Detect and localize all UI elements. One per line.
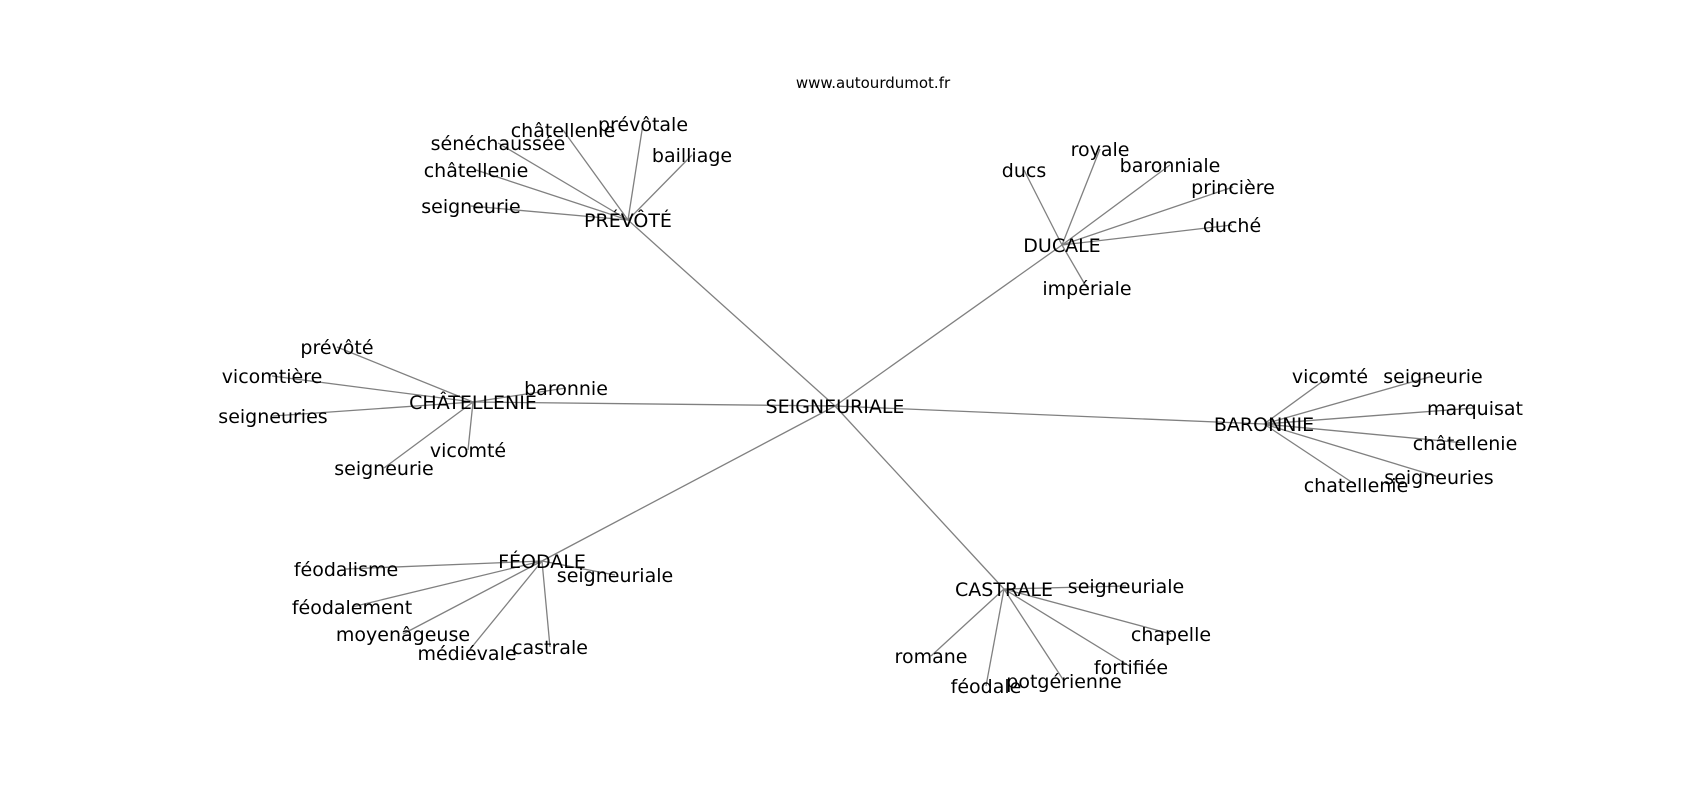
leaf-node-label: seigneurie bbox=[1383, 366, 1482, 388]
root-node-label: SEIGNEURIALE bbox=[766, 396, 905, 418]
edge-feodale-leaf bbox=[541, 560, 616, 576]
leaf-node-label: châtellenie bbox=[511, 120, 616, 142]
hub-node-label-chatellenie: CHÂTELLENIE bbox=[409, 391, 537, 414]
leaf-node-label: seigneurie bbox=[421, 196, 520, 218]
leaf-node-label: baronnie bbox=[524, 378, 608, 400]
leaf-node-label: féodalisme bbox=[294, 559, 398, 581]
edge-feodale-leaf bbox=[345, 560, 543, 570]
edge-chatellenie-leaf bbox=[472, 387, 567, 403]
edge-root-baronnie bbox=[834, 405, 1265, 425]
edge-chatellenie-leaf bbox=[336, 346, 474, 403]
edge-feodale-leaf bbox=[351, 560, 543, 608]
edge-baronnie-leaf bbox=[1263, 375, 1434, 425]
leaf-node-label: vicomtière bbox=[222, 366, 323, 388]
leaf-node-label: médiévale bbox=[417, 643, 516, 665]
leaf-node-label: fortifiée bbox=[1094, 657, 1168, 679]
hub-node-label-ducale: DUCALE bbox=[1023, 235, 1100, 257]
edge-prevote-leaf bbox=[470, 205, 629, 221]
edge-root-castrale bbox=[834, 405, 1005, 590]
leaf-node-label: châtellenie bbox=[424, 160, 529, 182]
hub-node-label-prevote: PRÉVÔTÉ bbox=[584, 208, 672, 232]
leaf-node-label: vicomté bbox=[1292, 366, 1368, 388]
edge-feodale-leaf bbox=[402, 560, 543, 635]
leaf-node-label: prévôtale bbox=[598, 114, 688, 136]
edges bbox=[271, 123, 1476, 687]
leaf-node-label: seigneuriale bbox=[1068, 576, 1184, 598]
leaf-node-label: seigneuries bbox=[1384, 467, 1493, 489]
leaf-node-label: féodalement bbox=[292, 597, 412, 619]
leaf-node-label: duché bbox=[1203, 215, 1261, 237]
site-credit: www.autourdumot.fr bbox=[796, 74, 951, 92]
leaf-node-label: sénéchaussée bbox=[431, 133, 566, 155]
edge-prevote-leaf bbox=[627, 123, 644, 221]
edge-castrale-leaf bbox=[1003, 588, 1172, 635]
edge-ducale-leaf bbox=[1061, 148, 1101, 246]
edge-ducale-leaf bbox=[1061, 186, 1234, 246]
edge-root-ducale bbox=[834, 244, 1063, 407]
edge-chatellenie-leaf bbox=[467, 401, 474, 451]
edge-ducale-leaf bbox=[1023, 169, 1063, 246]
edge-castrale-leaf bbox=[985, 588, 1005, 687]
edge-feodale-leaf bbox=[466, 560, 543, 654]
leaf-node-label: potgérienne bbox=[1006, 671, 1121, 693]
edge-root-feodale bbox=[541, 405, 836, 562]
leaf-node-label: prévôté bbox=[300, 337, 373, 359]
edge-root-chatellenie bbox=[472, 401, 836, 407]
leaf-node-label: princière bbox=[1191, 177, 1275, 199]
edge-baronnie-leaf bbox=[1263, 423, 1357, 486]
leaf-node-label: castrale bbox=[512, 637, 588, 659]
edge-prevote-leaf bbox=[562, 129, 629, 221]
leaf-node-label: seigneurie bbox=[334, 458, 433, 480]
leaf-node-label: vicomté bbox=[430, 440, 506, 462]
hub-node-label-baronnie: BARONNIE bbox=[1214, 414, 1314, 436]
edge-feodale-leaf bbox=[541, 560, 551, 648]
leaf-node-label: baronniale bbox=[1120, 155, 1221, 177]
edge-castrale-leaf bbox=[1003, 588, 1065, 682]
leaf-node-label: féodale bbox=[951, 676, 1022, 698]
leaf-node-label: chapelle bbox=[1131, 624, 1211, 646]
edge-ducale-leaf bbox=[1061, 164, 1171, 246]
leaf-node-label: impériale bbox=[1042, 278, 1131, 300]
leaf-node-label: chatellenie bbox=[1304, 475, 1409, 497]
leaf-node-label: seigneuries bbox=[218, 406, 327, 428]
edge-baronnie-leaf bbox=[1263, 423, 1466, 444]
edge-baronnie-leaf bbox=[1263, 375, 1331, 425]
edge-ducale-leaf bbox=[1061, 224, 1233, 246]
edge-baronnie-leaf bbox=[1263, 423, 1440, 478]
edge-prevote-leaf bbox=[497, 142, 629, 221]
edge-prevote-leaf bbox=[627, 154, 693, 221]
edge-chatellenie-leaf bbox=[271, 375, 474, 403]
leaf-node-label: royale bbox=[1071, 139, 1130, 161]
leaf-node-label: romane bbox=[895, 646, 968, 668]
hub-node-label-castrale: CASTRALE bbox=[955, 579, 1053, 601]
edge-castrale-leaf bbox=[1003, 585, 1127, 590]
edge-chatellenie-leaf bbox=[383, 401, 474, 469]
hub-node-label-feodale: FÉODALE bbox=[498, 550, 586, 573]
leaf-node-label: bailliage bbox=[652, 145, 732, 167]
leaf-node-label: marquisat bbox=[1427, 398, 1523, 420]
edge-chatellenie-leaf bbox=[272, 401, 474, 417]
edge-castrale-leaf bbox=[1003, 588, 1132, 668]
edge-prevote-leaf bbox=[475, 169, 629, 221]
edge-castrale-leaf bbox=[930, 588, 1005, 657]
leaf-node-label: moyenâgeuse bbox=[336, 624, 470, 646]
leaf-node-label: seigneuriale bbox=[557, 565, 673, 587]
edge-root-prevote bbox=[627, 219, 836, 407]
leaf-node-label: ducs bbox=[1002, 160, 1046, 182]
edge-ducale-leaf bbox=[1061, 244, 1088, 289]
edge-baronnie-leaf bbox=[1263, 407, 1476, 425]
labels: www.autourdumot.fr SEIGNEURIALE PRÉVÔTÉ ch… bbox=[218, 74, 1523, 698]
leaf-node-label: châtellenie bbox=[1413, 433, 1518, 455]
